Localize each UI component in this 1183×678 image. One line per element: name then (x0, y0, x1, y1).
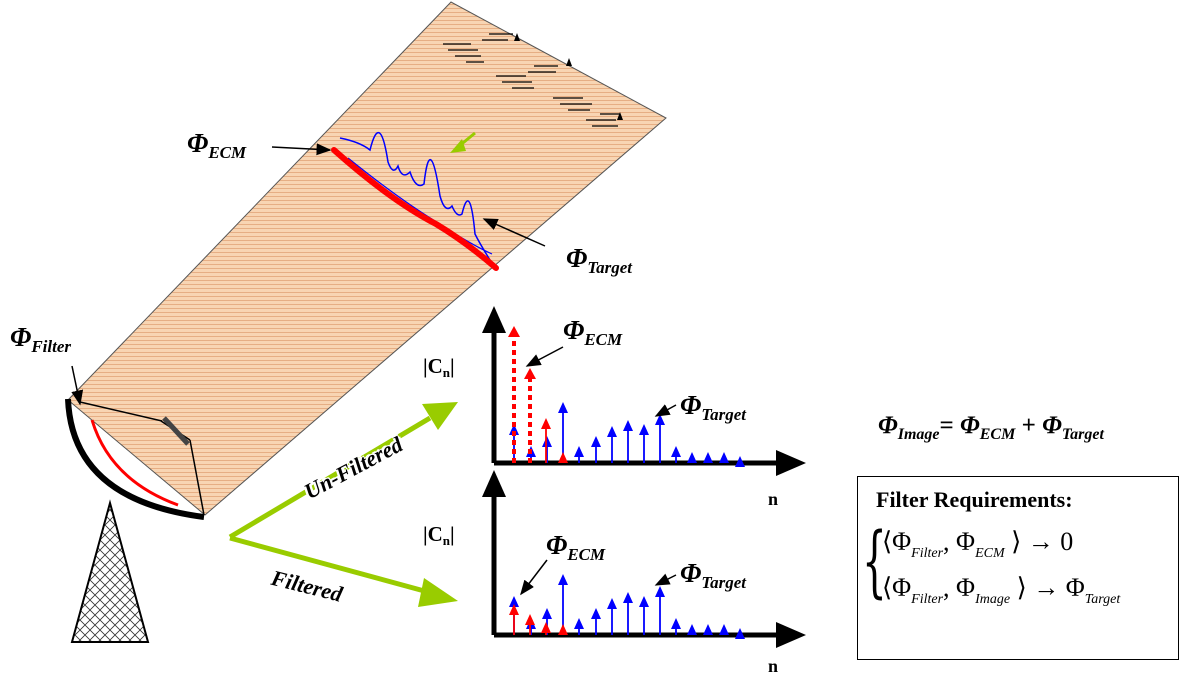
target-coefficient-stem-head (607, 598, 617, 609)
radar-beam (67, 1, 667, 516)
target-coefficient-stem-head (687, 452, 697, 463)
target-coefficient-stem-head (623, 592, 633, 603)
bottom-ecm-pointer (520, 559, 548, 596)
unfiltered-path-arrow (228, 402, 458, 540)
unfiltered-spectrum-axes (482, 306, 806, 476)
target-coefficient-stem-head (591, 436, 601, 447)
top-ecm-pointer (525, 346, 564, 367)
phi-ecm-bottom-spectrum-label: ΦECM (546, 530, 606, 564)
bottom-target-pointer (654, 573, 677, 586)
target-coefficient-stem-head (639, 424, 649, 435)
filter-requirements-box: Filter Requirements: { ⟨ΦFilter, ΦECM ⟩ … (857, 476, 1179, 660)
radar-tower (70, 499, 150, 643)
phi-ecm-pointer (271, 143, 332, 156)
cn-top-axis-label: |Cn| (423, 354, 455, 380)
target-coefficient-stem-head (574, 618, 584, 629)
target-coefficient-stem-head (703, 452, 713, 463)
ecm-coefficient-stem-head (525, 614, 535, 625)
target-coefficient-stem-head (671, 618, 681, 629)
phi-ecm-beam-label: ΦECM (187, 128, 247, 162)
target-coefficient-stem-head (591, 608, 601, 619)
phi-target-top-spectrum-label: ΦTarget (680, 390, 747, 424)
target-coefficient-stem-head (735, 628, 745, 639)
ecm-coefficient-stem-head (558, 624, 568, 635)
unfiltered-spectrum (508, 326, 745, 467)
target-coefficient-stem-head (735, 456, 745, 467)
cn-bottom-axis-label: |Cn| (423, 522, 455, 548)
ecm-coefficient-stem-head (508, 326, 520, 337)
phi-filter-label: ΦFilter (10, 322, 71, 356)
phi-ecm-top-spectrum-label: ΦECM (563, 315, 623, 349)
phi-target-beam-label: ΦTarget (566, 243, 633, 277)
target-coefficient-stem-head (542, 608, 552, 619)
phi-target-bottom-spectrum-label: ΦTarget (680, 558, 747, 592)
target-coefficient-stem-head (558, 402, 568, 413)
target-coefficient-stem-head (623, 420, 633, 431)
phi-filter-pointer (71, 365, 84, 406)
target-signal-wave (339, 131, 491, 261)
target-coefficient-stem-head (542, 436, 552, 447)
ecm-curve (331, 147, 499, 271)
target-coefficient-stem-head (639, 596, 649, 607)
image-equation: ΦImage= ΦECM + ΦTarget (878, 412, 1104, 443)
n-top-axis-label: n (768, 489, 779, 509)
target-coefficient-stem-head (655, 586, 665, 597)
filter-requirements-title: Filter Requirements: (876, 487, 1073, 512)
ecm-coefficient-stem-head (509, 604, 519, 615)
ecm-coefficient-stem-head (558, 452, 568, 463)
cloud-marks (443, 33, 620, 127)
requirements-brace: { (862, 517, 887, 607)
target-coefficient-stem-head (687, 624, 697, 635)
ecm-coefficient-stem-head (541, 622, 551, 633)
target-coefficient-stem-head (719, 624, 729, 635)
target-coefficient-stem-head (509, 596, 519, 607)
requirement-ecm-orthogonal: ⟨ΦFilter, ΦECM ⟩ → 0 (882, 527, 1074, 561)
ecm-coefficient-stem-head (524, 368, 536, 379)
target-coefficient-stem-head (574, 446, 584, 457)
phi-target-pointer (482, 218, 546, 247)
target-coefficient-stem-head (703, 624, 713, 635)
target-coefficient-stem-head (671, 446, 681, 457)
target-coefficient-stem-head (719, 452, 729, 463)
filtered-spectrum (509, 574, 745, 639)
requirement-image-projection: ⟨ΦFilter, ΦImage ⟩ → ΦTarget (882, 573, 1121, 607)
target-coefficient-stem-head (558, 574, 568, 585)
cloud-peaks (514, 33, 623, 120)
target-coefficient-stem-head (655, 414, 665, 425)
ecm-coefficient-stem-head (541, 418, 551, 429)
top-target-pointer (654, 404, 677, 417)
filtered-spectrum-axes (482, 470, 806, 648)
incoming-arrow-head (450, 139, 466, 153)
n-bottom-axis-label: n (768, 656, 779, 676)
filtered-path-arrow (229, 535, 458, 607)
radar-dish (65, 398, 205, 520)
target-coefficient-stem-head (607, 426, 617, 437)
target-coefficient-stem-head (509, 424, 519, 435)
